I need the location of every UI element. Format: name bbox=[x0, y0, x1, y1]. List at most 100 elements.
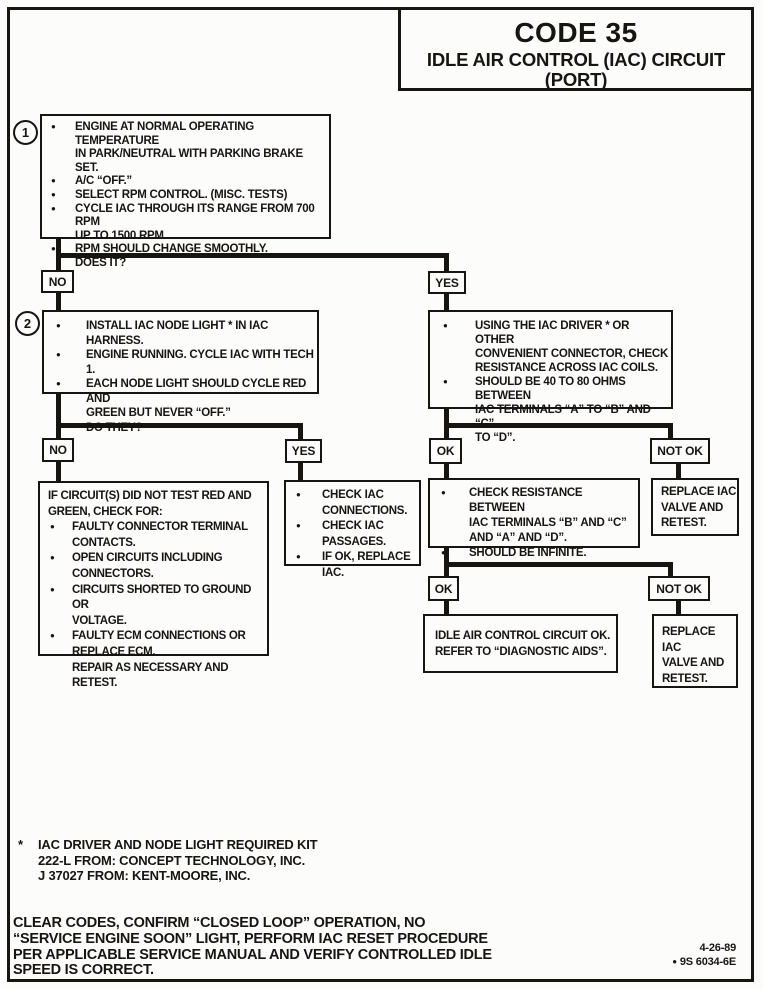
bullet-item: ENGINE RUNNING. CYCLE IAC WITH TECH 1. bbox=[44, 348, 315, 377]
connector-line bbox=[56, 423, 303, 428]
bullet-text: EACH NODE LIGHT SHOULD CYCLE RED AND GRE… bbox=[86, 378, 307, 434]
bullet-icon bbox=[44, 377, 86, 393]
box-text: REPLACE IAC VALVE AND RETEST. bbox=[662, 626, 725, 685]
corner-doc-line: 9S 6034-6E bbox=[672, 956, 736, 970]
bullet-item: FAULTY CONNECTOR TERMINAL CONTACTS. bbox=[48, 520, 263, 551]
bullet-text: SELECT RPM CONTROL. (MISC. TESTS) bbox=[75, 188, 288, 201]
bullet-text: USING THE IAC DRIVER * OR OTHER CONVENIE… bbox=[475, 320, 669, 374]
page-title: CODE 35 bbox=[514, 17, 638, 48]
connector-line bbox=[298, 462, 303, 481]
connector-line bbox=[676, 600, 681, 615]
bullet-text: IF OK, REPLACE IAC. bbox=[322, 551, 411, 579]
bullet-icon bbox=[48, 583, 72, 599]
connector-line bbox=[444, 257, 449, 272]
flow-box-resistance-check: CHECK RESISTANCE BETWEEN IAC TERMINALS “… bbox=[428, 478, 640, 559]
decision-label-ok-2: OK bbox=[428, 576, 459, 601]
connector-line bbox=[56, 253, 449, 258]
bullet-item: OPEN CIRCUITS INCLUDING CONNECTORS. bbox=[48, 551, 263, 582]
bullet-item: INSTALL IAC NODE LIGHT * IN IAC HARNESS. bbox=[44, 319, 315, 348]
bullet-item: IF OK, REPLACE IAC. bbox=[286, 550, 417, 581]
connector-line bbox=[444, 463, 449, 479]
bullet-icon bbox=[48, 629, 72, 645]
flow-box-step1: ENGINE AT NORMAL OPERATING TEMPERATURE I… bbox=[40, 114, 331, 269]
bullet-icon bbox=[430, 546, 469, 561]
connector-line bbox=[444, 408, 449, 424]
connector-line bbox=[56, 427, 61, 439]
bullet-icon bbox=[42, 243, 75, 257]
bullet-text: CIRCUITS SHORTED TO GROUND OR VOLTAGE. bbox=[72, 583, 252, 627]
bullet-text: CHECK IAC PASSAGES. bbox=[322, 520, 386, 548]
bullet-item: CIRCUITS SHORTED TO GROUND OR VOLTAGE. bbox=[48, 583, 263, 630]
bullet-icon bbox=[42, 203, 75, 217]
decision-label-yes-2: YES bbox=[285, 439, 322, 463]
flow-box-circuit-fault: IF CIRCUIT(S) DID NOT TEST RED AND GREEN… bbox=[38, 481, 269, 689]
bullet-text: ENGINE RUNNING. CYCLE IAC WITH TECH 1. bbox=[86, 349, 314, 376]
bullet-item: SELECT RPM CONTROL. (MISC. TESTS) bbox=[42, 189, 327, 203]
footnote-marker: * bbox=[18, 837, 23, 852]
bullet-item: SHOULD BE 40 TO 80 OHMS BETWEEN IAC TERM… bbox=[430, 375, 669, 445]
connector-line bbox=[676, 463, 681, 479]
connector-line bbox=[298, 427, 303, 440]
bullet-icon bbox=[286, 519, 322, 535]
footnote: * IAC DRIVER AND NODE LIGHT REQUIRED KIT… bbox=[18, 837, 318, 884]
connector-line bbox=[444, 427, 449, 439]
bullet-text: SHOULD BE INFINITE. bbox=[469, 547, 587, 559]
flow-box-coil-check: USING THE IAC DRIVER * OR OTHER CONVENIE… bbox=[428, 310, 673, 444]
bullet-icon bbox=[42, 121, 75, 135]
bullet-text: FAULTY CONNECTOR TERMINAL CONTACTS. bbox=[72, 521, 248, 549]
bullet-item: CHECK IAC CONNECTIONS. bbox=[286, 488, 417, 519]
flow-box-circuit-ok: IDLE AIR CONTROL CIRCUIT OK. REFER TO “D… bbox=[423, 614, 618, 673]
bullet-item: A/C “OFF.” bbox=[42, 175, 327, 189]
bullet-item: SHOULD BE INFINITE. bbox=[430, 546, 636, 561]
decision-label-ok-1: OK bbox=[429, 438, 462, 464]
bullet-text: FAULTY ECM CONNECTIONS OR REPLACE ECM. R… bbox=[72, 630, 246, 690]
corner-date: 4-26-89 bbox=[699, 942, 736, 954]
box-text: REPLACE IAC VALVE AND RETEST. bbox=[661, 486, 737, 529]
bullet-icon bbox=[286, 488, 322, 504]
decision-label-not-ok-2: NOT OK bbox=[648, 576, 710, 601]
bullet-item: FAULTY ECM CONNECTIONS OR REPLACE ECM. R… bbox=[48, 629, 263, 691]
connector-line bbox=[444, 293, 449, 311]
step-number-2: 2 bbox=[15, 311, 40, 336]
connector-line bbox=[444, 600, 449, 615]
bullet-icon bbox=[42, 175, 75, 189]
connector-line bbox=[668, 566, 673, 577]
bullet-icon bbox=[48, 551, 72, 567]
bullet-text: RPM SHOULD CHANGE SMOOTHLY. DOES IT? bbox=[75, 243, 268, 269]
connector-line bbox=[444, 423, 673, 428]
connector-line bbox=[56, 461, 61, 482]
bullet-icon bbox=[672, 956, 680, 968]
bullet-item: USING THE IAC DRIVER * OR OTHER CONVENIE… bbox=[430, 319, 669, 375]
box-intro-text: IF CIRCUIT(S) DID NOT TEST RED AND GREEN… bbox=[48, 490, 252, 518]
step-number-1: 1 bbox=[13, 120, 38, 145]
circuit-title: IDLE AIR CONTROL (IAC) CIRCUIT bbox=[426, 49, 726, 70]
bullet-item: EACH NODE LIGHT SHOULD CYCLE RED AND GRE… bbox=[44, 377, 315, 435]
bullet-icon bbox=[48, 520, 72, 536]
corner-doc-code: 9S 6034-6E bbox=[679, 955, 736, 968]
bullet-text: CHECK IAC CONNECTIONS. bbox=[322, 489, 408, 517]
header-box: CODE 35 IDLE AIR CONTROL (IAC) CIRCUIT (… bbox=[398, 7, 754, 91]
footer-paragraph: CLEAR CODES, CONFIRM “CLOSED LOOP” OPERA… bbox=[13, 915, 492, 979]
bullet-icon bbox=[430, 486, 469, 501]
bullet-text: INSTALL IAC NODE LIGHT * IN IAC HARNESS. bbox=[86, 320, 269, 347]
bullet-icon bbox=[42, 189, 75, 203]
bullet-icon bbox=[44, 319, 86, 335]
bullet-text: ENGINE AT NORMAL OPERATING TEMPERATURE I… bbox=[75, 121, 303, 174]
bullet-icon bbox=[286, 550, 322, 566]
decision-label-not-ok-1: NOT OK bbox=[650, 438, 710, 464]
flow-box-replace-iac-1: REPLACE IAC VALVE AND RETEST. bbox=[651, 478, 739, 536]
port-subtitle: (PORT) bbox=[544, 69, 608, 90]
bullet-item: CHECK IAC PASSAGES. bbox=[286, 519, 417, 550]
bullet-item: RPM SHOULD CHANGE SMOOTHLY. DOES IT? bbox=[42, 243, 327, 270]
bullet-text: OPEN CIRCUITS INCLUDING CONNECTORS. bbox=[72, 552, 223, 580]
flow-box-step2: INSTALL IAC NODE LIGHT * IN IAC HARNESS.… bbox=[42, 310, 319, 434]
bullet-text: CHECK RESISTANCE BETWEEN IAC TERMINALS “… bbox=[469, 487, 627, 544]
box-text: IDLE AIR CONTROL CIRCUIT OK. REFER TO “D… bbox=[435, 630, 611, 658]
bullet-icon bbox=[44, 348, 86, 364]
bullet-icon bbox=[430, 319, 475, 334]
corner-info: 4-26-89 9S 6034-6E bbox=[672, 942, 736, 969]
bullet-icon bbox=[430, 375, 475, 390]
footnote-text: IAC DRIVER AND NODE LIGHT REQUIRED KIT 2… bbox=[38, 837, 318, 883]
connector-line bbox=[56, 393, 61, 425]
